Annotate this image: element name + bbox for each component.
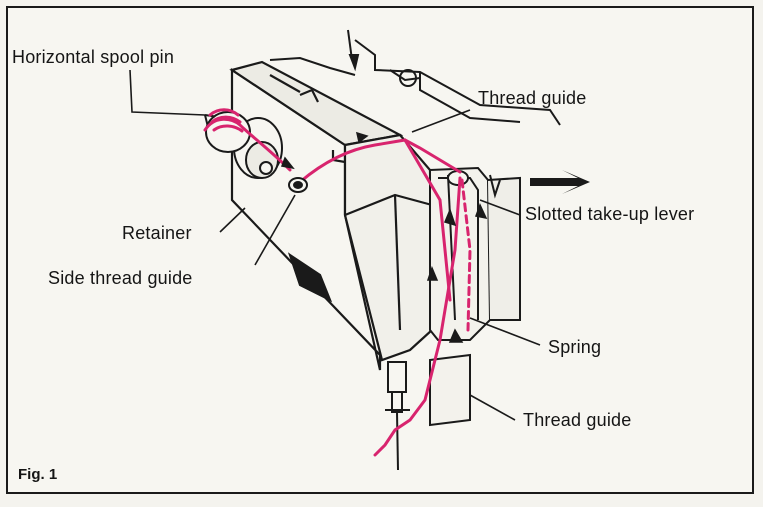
label-thread-guide-bottom: Thread guide [523, 410, 632, 430]
machine-arm [269, 29, 561, 126]
label-side-thread-guide: Side thread guide [48, 268, 193, 288]
machine-head [229, 60, 434, 371]
take-up-lever-plate [429, 166, 521, 341]
needle-assembly [385, 353, 471, 471]
thread-direction-arrows [280, 131, 488, 343]
label-spring: Spring [548, 337, 602, 357]
label-slotted-take-up-lever: Slotted take-up lever [525, 204, 695, 224]
thread-path [203, 108, 472, 457]
direction-arrow [530, 170, 590, 194]
side-thread-guide-eyelet [288, 177, 308, 193]
figure-caption: Fig. 1 [18, 466, 58, 483]
label-retainer: Retainer [122, 223, 192, 243]
leader-lines [129, 69, 541, 421]
label-horizontal-spool-pin: Horizontal spool pin [12, 47, 175, 67]
label-thread-guide-top: Thread guide [478, 88, 587, 108]
